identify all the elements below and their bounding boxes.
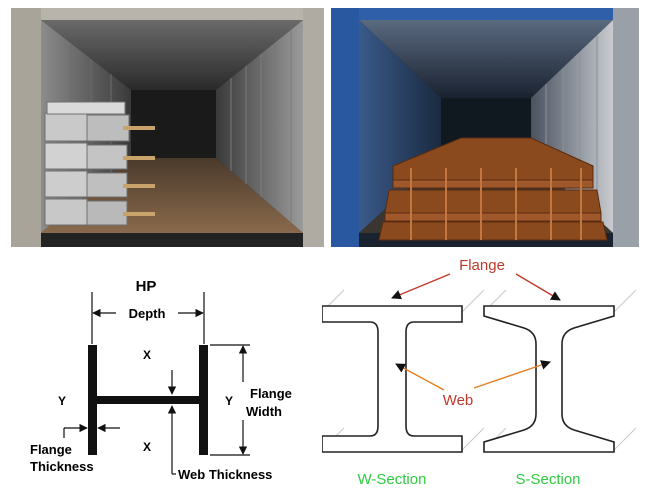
hp-flange-left <box>88 345 97 455</box>
flange-thickness-label-line1: Flange <box>30 442 72 457</box>
hp-title: HP <box>136 278 157 295</box>
container-photo-wrapped-bundles-illustration <box>11 8 324 247</box>
flange-label: Flange <box>459 257 505 274</box>
axis-y-left-label: Y <box>58 394 66 408</box>
flange-width-label-line1: Flange <box>250 386 292 401</box>
web-label: Web <box>443 392 474 409</box>
w-section-outline <box>322 305 463 453</box>
axis-y-right-label: Y <box>225 394 233 408</box>
hp-web <box>97 396 199 404</box>
w-section-label: W-Section <box>358 471 427 488</box>
container-photo-h-beams <box>331 8 639 247</box>
flange-width-label-line2: Width <box>246 404 282 419</box>
flange-arrow-s <box>515 273 561 301</box>
w-s-sections-diagram: Flange Web W-Section S-Section <box>322 257 637 488</box>
container-photo-wrapped-bundles <box>11 8 324 247</box>
axis-x-top-label: X <box>143 348 151 362</box>
depth-label: Depth <box>129 306 166 321</box>
web-thickness-label: Web Thickness <box>178 467 272 482</box>
flange-arrow-w <box>391 273 451 300</box>
hp-section-diagram: HP Depth X X Y Y Web Thickness Flange Wi… <box>30 278 292 482</box>
container-photo-h-beams-illustration <box>331 8 639 247</box>
s-section-outline <box>483 305 615 453</box>
axis-x-bottom-label: X <box>143 440 151 454</box>
s-section-label: S-Section <box>515 471 580 488</box>
web-arrow-s <box>473 360 551 389</box>
flange-thickness-label-line2: Thickness <box>30 459 94 474</box>
hp-flange-right <box>199 345 208 455</box>
web-arrow-w <box>395 363 445 391</box>
